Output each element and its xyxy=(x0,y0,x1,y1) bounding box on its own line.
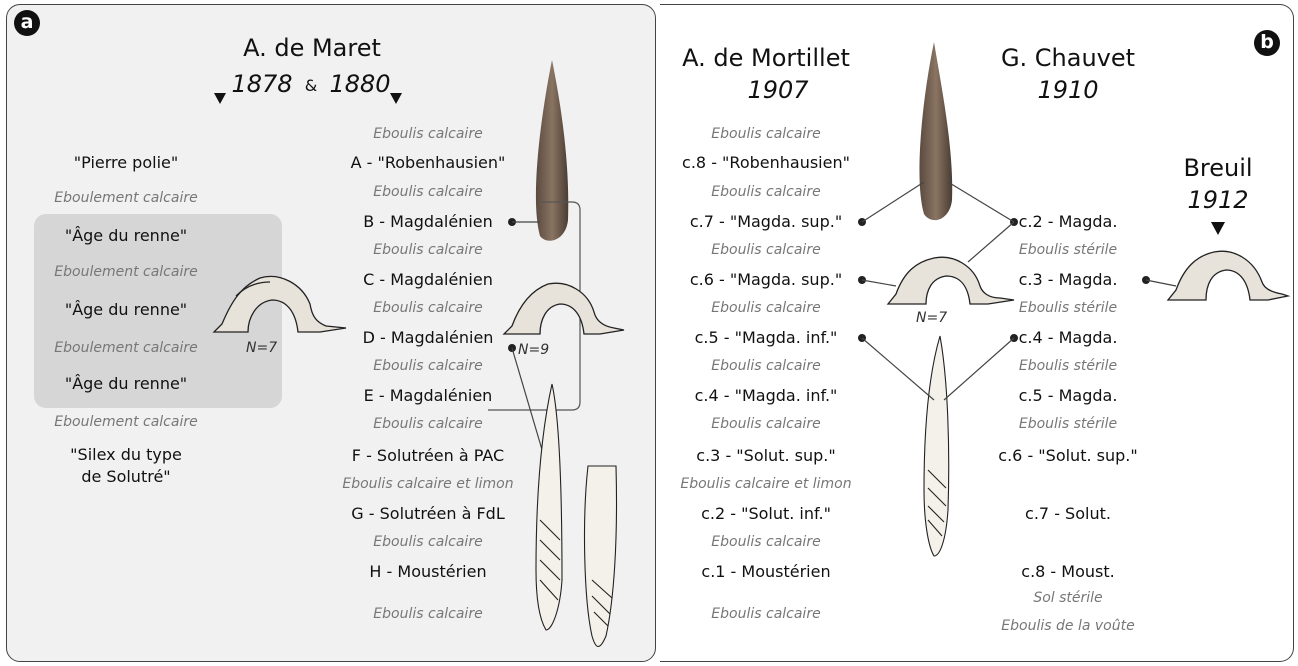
right-deposit: Eboulis calcaire xyxy=(373,184,483,200)
mortillet-layer-c6: c.6 - "Magda. sup." xyxy=(689,270,843,289)
layer-c: C - Magdalénien xyxy=(363,270,493,289)
mortillet-layer-c7: c.7 - "Magda. sup." xyxy=(689,212,843,231)
layer-b: B - Magdalénien xyxy=(363,212,493,231)
left-layer-line2: de Solutré" xyxy=(81,467,171,486)
left-layer-line1: "Silex du type xyxy=(70,445,182,464)
year-1880: 1880 xyxy=(329,70,391,98)
right-deposit: Eboulis calcaire xyxy=(373,606,483,622)
mortillet-layer-c1: c.1 - Moustérien xyxy=(701,562,831,581)
ampersand: & xyxy=(304,76,318,95)
arrow-down-right xyxy=(390,93,402,104)
left-layer: "Âge du renne" xyxy=(64,300,188,319)
right-deposit: Eboulis calcaire xyxy=(373,242,483,258)
mortillet-layer-c3: c.3 - "Solut. sup." xyxy=(696,446,836,465)
panel-a-badge: a xyxy=(14,10,40,36)
left-deposit: Eboulement calcaire xyxy=(54,414,198,430)
mortillet-deposit: Eboulis calcaire xyxy=(711,534,821,550)
year-1907: 1907 xyxy=(747,76,809,104)
left-layer-solutre: "Silex du type de Solutré" xyxy=(70,444,182,488)
mortillet-deposit: Eboulis calcaire xyxy=(711,358,821,374)
left-deposit: Eboulement calcaire xyxy=(54,340,198,356)
engraved-point-b xyxy=(923,335,950,557)
chauvet-deposit: Eboulis stérile xyxy=(1018,300,1118,316)
n-label-b: N=7 xyxy=(916,310,948,326)
chauvet-layer-c3: c.3 - Magda. xyxy=(1018,270,1118,289)
panel-b xyxy=(660,4,1294,662)
left-layer: "Pierre polie" xyxy=(73,153,179,172)
right-deposit: Eboulis calcaire xyxy=(373,416,483,432)
author-de-maret: A. de Maret xyxy=(243,34,381,62)
chauvet-layer-c7: c.7 - Solut. xyxy=(1025,504,1111,523)
chauvet-deposit: Eboulis stérile xyxy=(1018,358,1118,374)
right-deposit: Eboulis calcaire et limon xyxy=(342,476,514,492)
mortillet-deposit: Eboulis calcaire xyxy=(711,606,821,622)
arch-artifact-right xyxy=(502,282,625,335)
mortillet-deposit: Eboulis calcaire xyxy=(711,184,821,200)
right-deposit: Eboulis calcaire xyxy=(373,358,483,374)
year-1912: 1912 xyxy=(1187,186,1249,214)
layer-d: D - Magdalénien xyxy=(362,328,494,347)
chauvet-deposit: Eboulis stérile xyxy=(1018,242,1118,258)
mortillet-deposit: Eboulis calcaire et limon xyxy=(680,476,852,492)
right-deposit: Eboulis calcaire xyxy=(373,126,483,142)
arrow-down-left xyxy=(214,93,226,104)
chauvet-deposit-voute: Eboulis de la voûte xyxy=(1001,618,1135,634)
arch-artifact-breuil xyxy=(1166,250,1291,301)
engraved-point-a1 xyxy=(535,383,563,631)
left-layer: "Âge du renne" xyxy=(64,226,188,245)
mortillet-layer-c8: c.8 - "Robenhausien" xyxy=(682,153,850,172)
chauvet-layer-c4: c.4 - Magda. xyxy=(1018,328,1118,347)
bone-point-photo-a xyxy=(535,60,569,241)
arch-artifact-left xyxy=(212,275,347,333)
chauvet-deposit-sol: Sol stérile xyxy=(1033,590,1103,606)
mortillet-layer-c4: c.4 - "Magda. inf." xyxy=(694,386,838,405)
chauvet-layer-c5: c.5 - Magda. xyxy=(1018,386,1118,405)
author-chauvet: G. Chauvet xyxy=(1000,44,1136,72)
layer-h: H - Moustérien xyxy=(369,562,487,581)
mortillet-deposit: Eboulis calcaire xyxy=(711,416,821,432)
author-de-mortillet: A. de Mortillet xyxy=(682,44,850,72)
arrow-down-breuil xyxy=(1211,222,1225,235)
chauvet-layer-c2: c.2 - Magda. xyxy=(1018,212,1118,231)
right-deposit: Eboulis calcaire xyxy=(373,534,483,550)
mortillet-deposit: Eboulis calcaire xyxy=(711,242,821,258)
mortillet-layer-c5: c.5 - "Magda. inf." xyxy=(694,328,838,347)
chauvet-layer-c8: c.8 - Moust. xyxy=(1021,562,1115,581)
chauvet-layer-c6: c.6 - "Solut. sup." xyxy=(998,446,1138,465)
mortillet-layer-c2: c.2 - "Solut. inf." xyxy=(701,504,831,523)
year-1878: 1878 xyxy=(231,70,293,98)
n-label-right: N=9 xyxy=(518,342,550,358)
layer-e: E - Magdalénien xyxy=(363,386,493,405)
layer-g: G - Solutréen à FdL xyxy=(351,504,505,523)
engraved-point-a2 xyxy=(583,465,618,648)
left-deposit: Eboulement calcaire xyxy=(54,264,198,280)
left-deposit: Eboulement calcaire xyxy=(54,190,198,206)
arch-artifact-b xyxy=(886,256,1015,305)
panel-b-badge: b xyxy=(1254,30,1280,56)
chauvet-deposit: Eboulis stérile xyxy=(1018,416,1118,432)
bone-point-photo-b xyxy=(919,42,953,221)
n-label-left: N=7 xyxy=(246,340,278,356)
mortillet-deposit: Eboulis calcaire xyxy=(711,300,821,316)
right-deposit: Eboulis calcaire xyxy=(373,300,483,316)
layer-a: A - "Robenhausien" xyxy=(350,153,506,172)
author-breuil: Breuil xyxy=(1183,154,1253,182)
mortillet-deposit: Eboulis calcaire xyxy=(711,126,821,142)
year-1910: 1910 xyxy=(1037,76,1099,104)
layer-f: F - Solutréen à PAC xyxy=(351,446,505,465)
left-layer: "Âge du renne" xyxy=(64,374,188,393)
